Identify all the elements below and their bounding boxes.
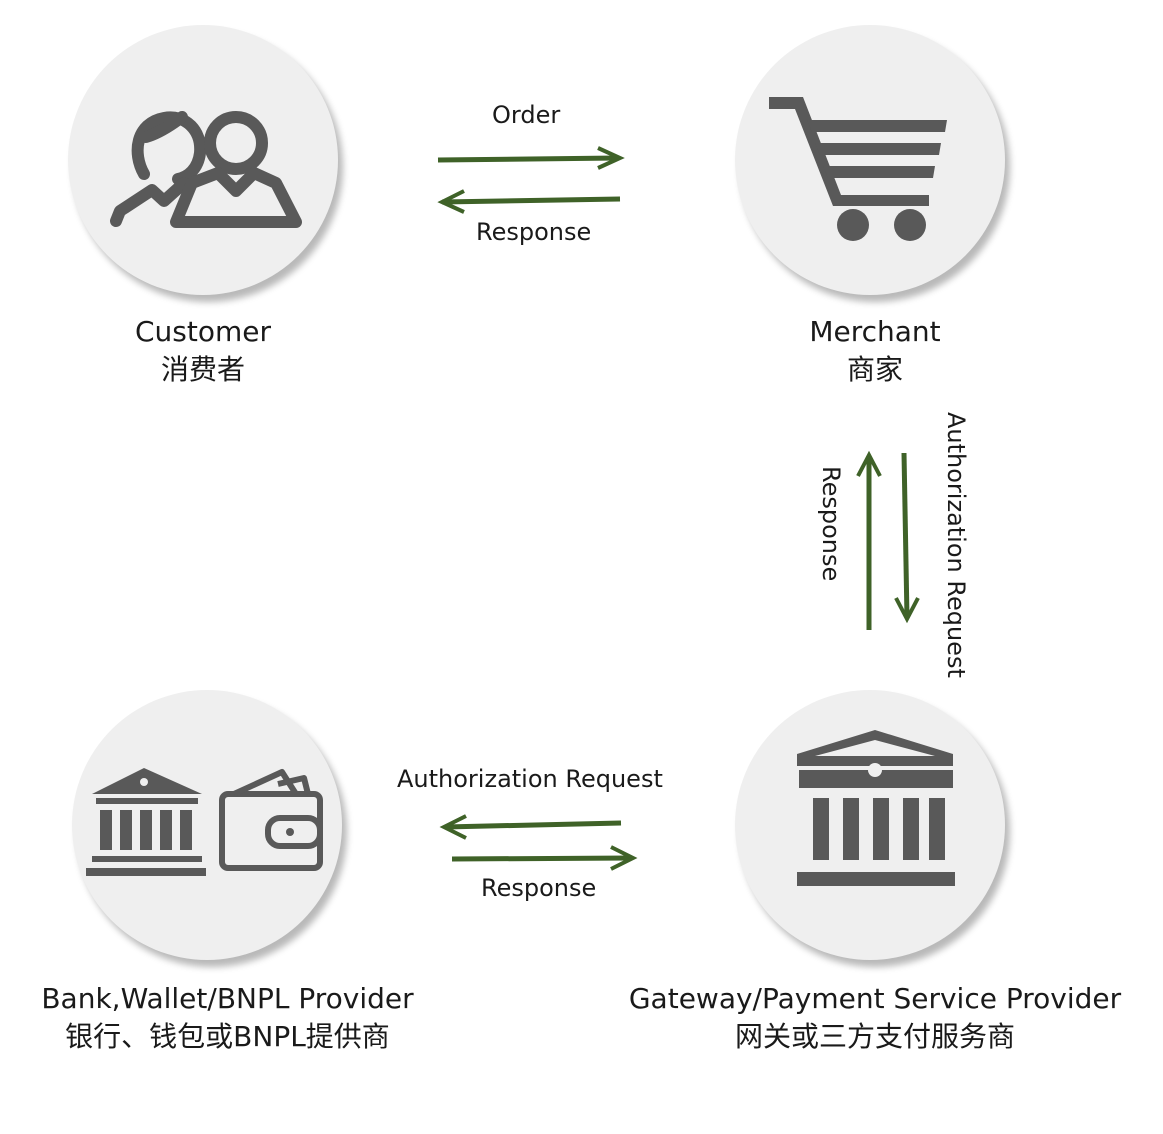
merchant-name-en: Merchant [809, 315, 941, 348]
wallet-icon [219, 769, 323, 871]
merchant-node [735, 25, 1005, 295]
gateway-name-zh: 网关或三方支付服务商 [734, 1020, 1015, 1053]
bank-building-icon [797, 730, 955, 886]
order-arrow [437, 146, 625, 170]
authorization-request-arrow-to-bank [439, 814, 622, 840]
customer-node [68, 25, 338, 295]
response-arrow-to-customer [437, 189, 621, 214]
gateway-node [735, 690, 1005, 960]
gateway-label: Gateway/Payment Service Provider 网关或三方支付… [625, 980, 1125, 1056]
bank-wallet-node [72, 690, 342, 960]
bank-label: Bank,Wallet/BNPL Provider 银行、钱包或BNPL提供商 [20, 980, 435, 1056]
customers-icon [110, 111, 302, 228]
customer-name-en: Customer [134, 315, 271, 348]
customer-label: Customer 消费者 [68, 313, 338, 389]
authorization-request-arrow-to-gateway [894, 452, 920, 624]
authorization-request-label-bank: Authorization Request [397, 765, 663, 793]
bank-name-zh: 银行、钱包或BNPL提供商 [65, 1020, 390, 1053]
response-label-merchant: Response [817, 466, 845, 582]
response-arrow-to-gateway [451, 845, 638, 871]
shopping-cart-icon [769, 97, 947, 241]
bank-name-en: Bank,Wallet/BNPL Provider [41, 982, 414, 1015]
authorization-request-label-gateway: Authorization Request [942, 412, 970, 678]
response-label-customer: Response [476, 218, 592, 246]
response-arrow-to-merchant [856, 450, 882, 630]
customer-name-zh: 消费者 [160, 353, 245, 386]
order-label: Order [492, 101, 561, 129]
merchant-label: Merchant 商家 [735, 313, 1015, 389]
gateway-name-en: Gateway/Payment Service Provider [628, 982, 1122, 1015]
response-label-gateway: Response [481, 874, 597, 902]
merchant-name-zh: 商家 [846, 353, 903, 386]
